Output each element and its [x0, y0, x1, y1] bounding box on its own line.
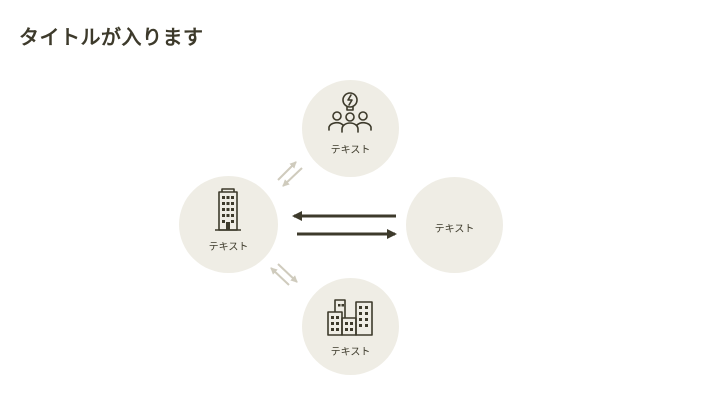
city-buildings-icon — [327, 299, 373, 336]
node-bottom: テキスト — [302, 278, 399, 375]
node-bottom-label: テキスト — [330, 347, 371, 358]
node-right: テキスト — [406, 177, 503, 273]
node-right-label: テキスト — [434, 224, 475, 235]
node-left-label: テキスト — [208, 242, 249, 253]
node-top: テキスト — [302, 80, 399, 177]
node-top-label: テキスト — [330, 145, 371, 156]
page-title: タイトルが入ります — [19, 25, 204, 49]
node-left: テキスト — [179, 176, 278, 273]
arrow-left-to-bottom — [277, 263, 298, 283]
arrow-bottom-to-left — [270, 267, 290, 286]
team-idea-icon — [328, 92, 372, 133]
arrow-left-to-top — [277, 161, 297, 181]
office-building-icon — [215, 188, 241, 231]
arrow-top-to-left — [282, 167, 303, 187]
